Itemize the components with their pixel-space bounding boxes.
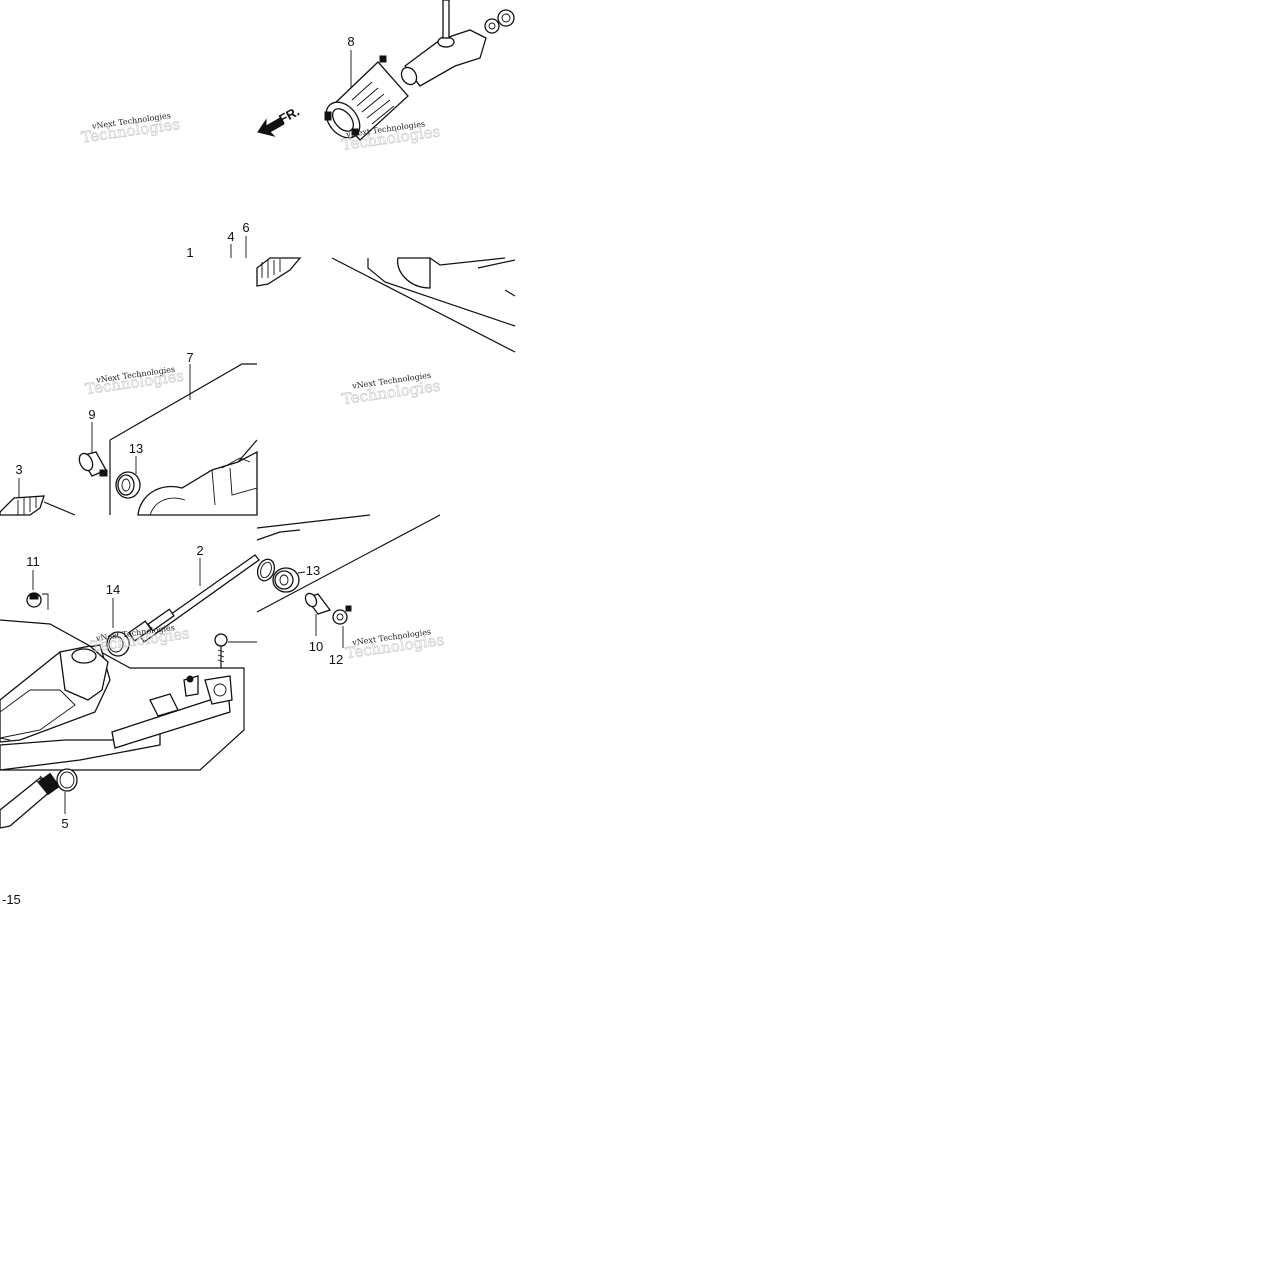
dust-boot-part-8 (324, 55, 409, 141)
frame-assembly-part-7 (0, 363, 258, 516)
bolt-part-9 (78, 451, 108, 477)
callout-12: 12 (329, 652, 343, 667)
callout-13-upper: 13 (129, 441, 143, 456)
tie-rod-end (400, 0, 515, 87)
mounting-bolt (214, 633, 228, 668)
front-direction-arrow (257, 117, 285, 137)
pinion-shaft-and-seal-part-5 (0, 768, 78, 829)
callout-13-lower: 13 (306, 563, 320, 578)
callout-5: 5 (61, 816, 68, 831)
callout-4: 4 (227, 229, 234, 244)
nut-part-12 (332, 605, 352, 625)
pinion-housing (0, 619, 245, 771)
watermark-1: Technologies vNext Technologies (80, 111, 181, 147)
bushing-part-14 (106, 631, 130, 657)
callout-10: 10 (309, 639, 323, 654)
watermark-3: Technologies vNext Technologies (84, 365, 185, 399)
rack-bar-part-2 (128, 554, 260, 643)
boot-and-tie-rod-assembly (257, 0, 515, 141)
bolt-part-10 (304, 592, 332, 615)
watermark-4: Technologies vNext Technologies (340, 371, 441, 409)
callout-8: 8 (347, 34, 354, 49)
bushing-part-13-upper (115, 471, 141, 499)
callout-3: 3 (15, 462, 22, 477)
callout-6: 6 (242, 220, 249, 235)
callout-11: 11 (26, 554, 40, 569)
callout-9: 9 (88, 407, 95, 422)
cap-part-11 (26, 592, 42, 608)
callout-labels: 1 2 3 4 5 6 7 8 9 10 11 12 13 13 14 (15, 34, 354, 831)
callout-2: 2 (196, 543, 203, 558)
callout-7: 7 (186, 350, 193, 365)
page-marker: -15 (2, 892, 21, 907)
callout-14: 14 (106, 582, 120, 597)
callout-1: 1 (186, 245, 193, 260)
watermark-6: Technologies vNext Technologies (344, 627, 445, 662)
bushing-part-13-lower (272, 567, 300, 593)
lower-rack-assembly (0, 514, 441, 829)
rack-housing-upper-fragment (230, 236, 516, 353)
